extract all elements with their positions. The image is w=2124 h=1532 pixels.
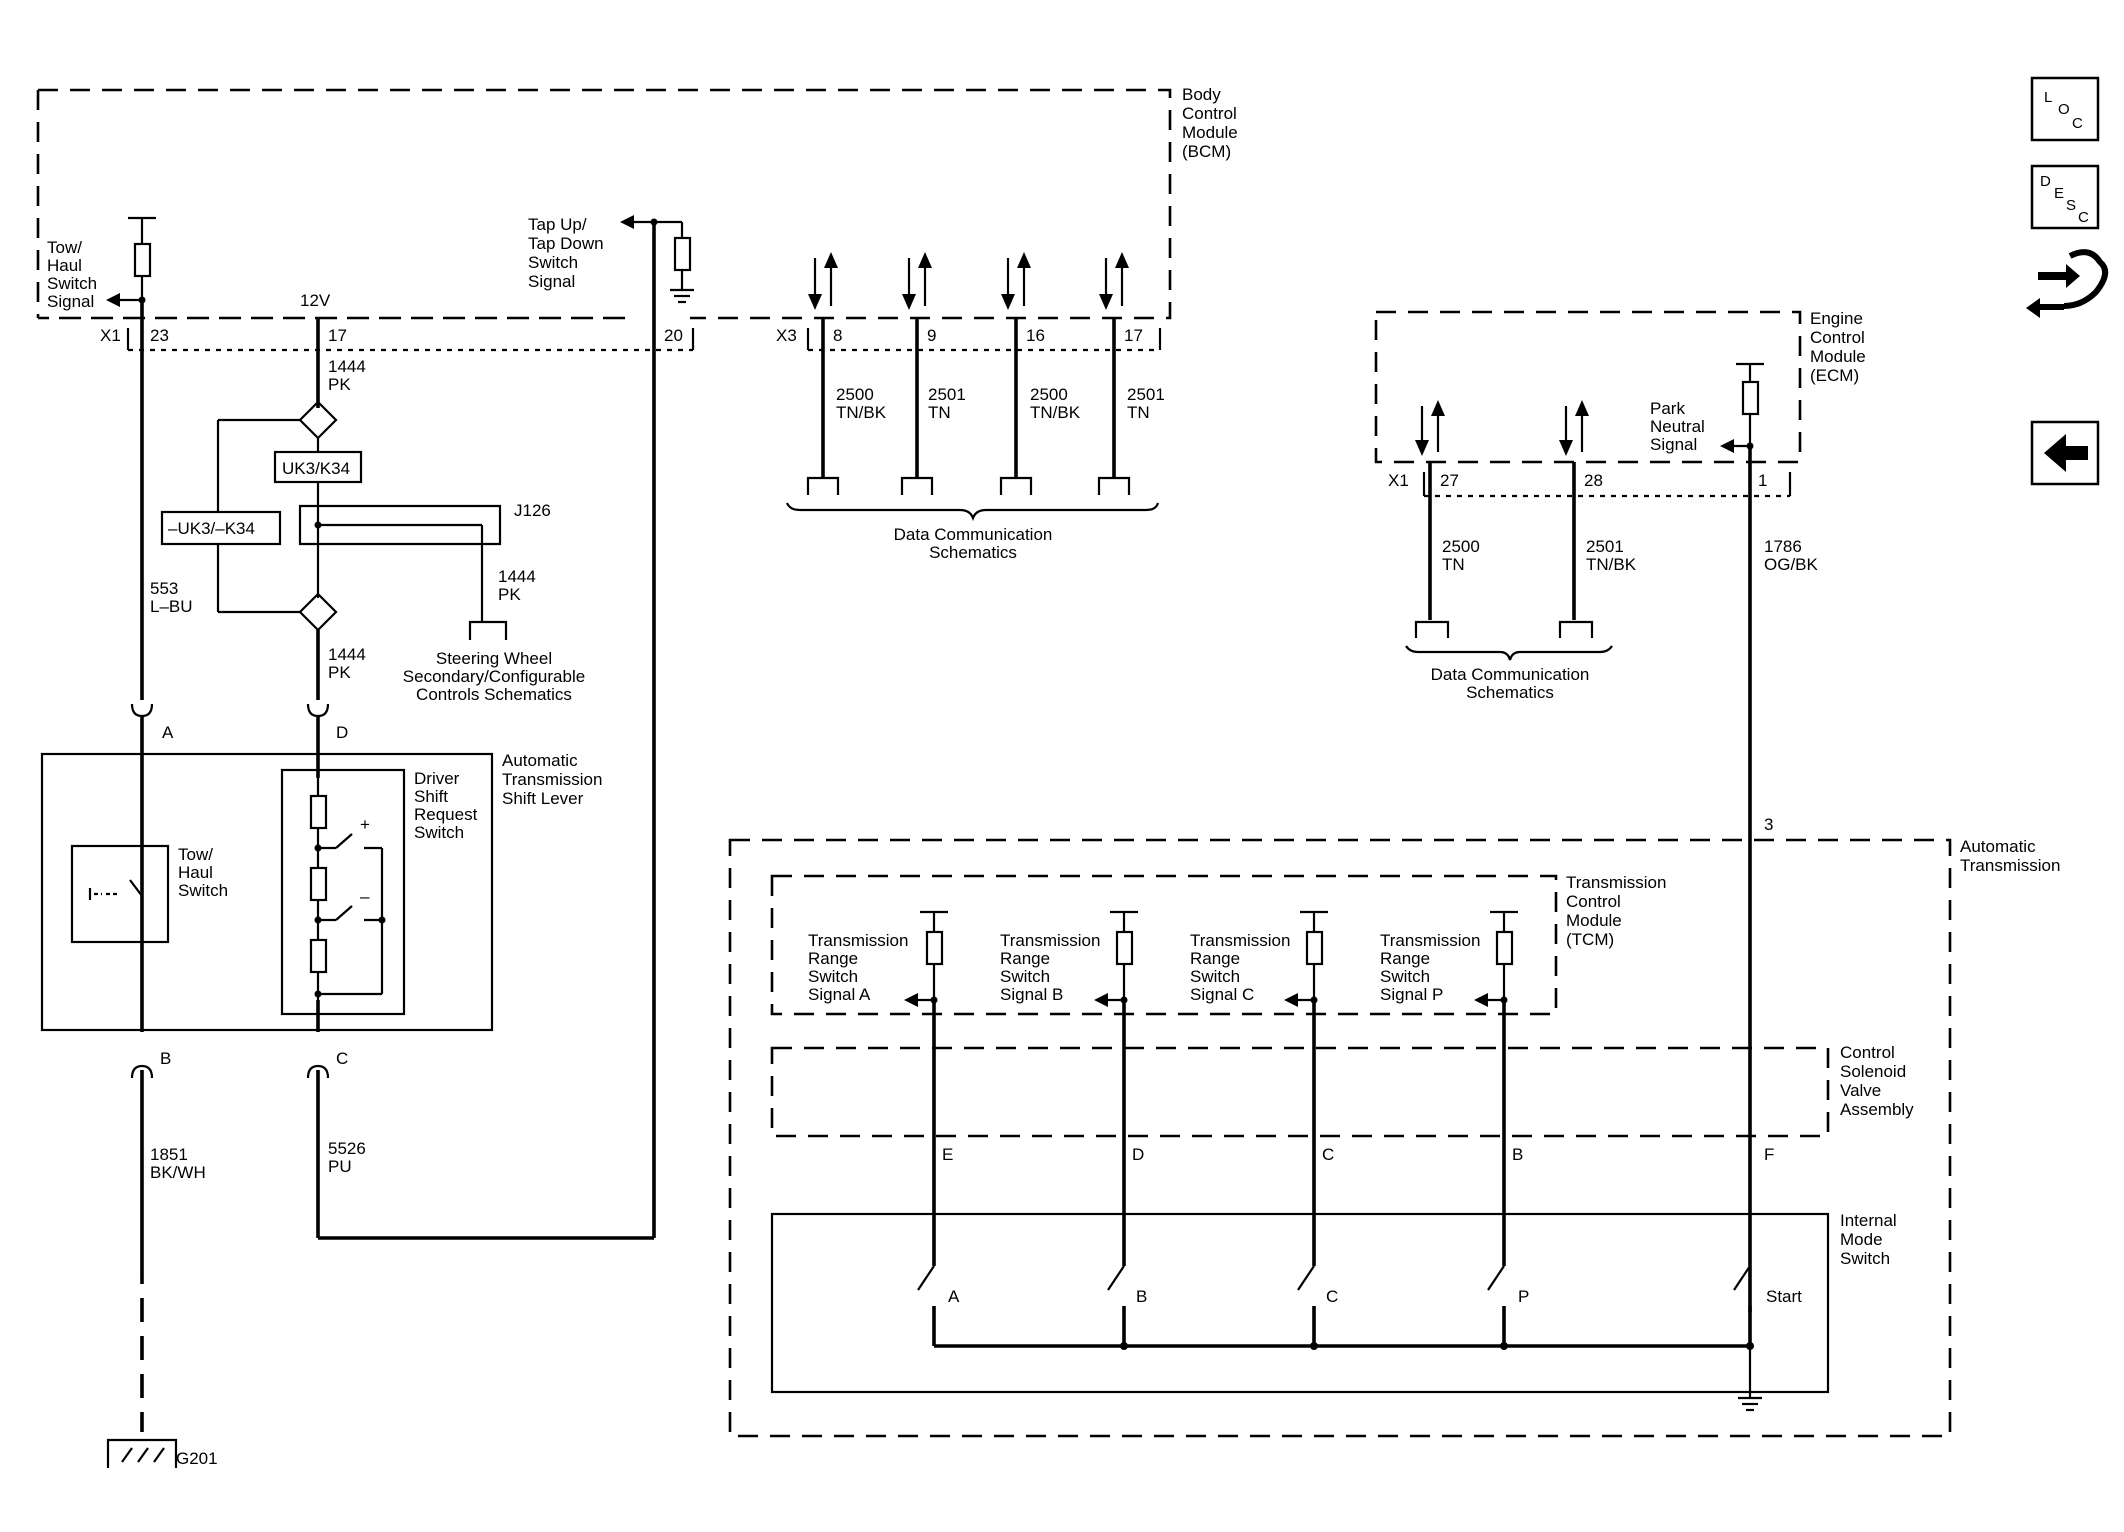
- svg-text:3: 3: [1764, 815, 1773, 834]
- svg-text:S: S: [2066, 197, 2076, 214]
- svg-text:J126: J126: [514, 501, 551, 520]
- loc-button[interactable]: L O C: [2030, 76, 2100, 142]
- svg-text:1: 1: [1758, 471, 1767, 490]
- minus-sign: –: [360, 887, 370, 906]
- svg-text:16: 16: [1026, 326, 1045, 345]
- svg-text:D: D: [336, 723, 348, 742]
- svg-text:A: A: [948, 1287, 960, 1306]
- svg-text:X3: X3: [776, 326, 797, 345]
- svg-text:X1: X1: [1388, 471, 1409, 490]
- ims-start-channel: F Start: [1733, 1145, 1802, 1346]
- back-arrow-icon[interactable]: [2030, 420, 2100, 486]
- svg-text:Start: Start: [1766, 1287, 1802, 1306]
- plus-sign: +: [360, 815, 370, 834]
- svg-text:20: 20: [664, 326, 683, 345]
- splice-uk3k34: UK3/K34: [282, 459, 350, 478]
- connector-end-view-icon[interactable]: [2026, 249, 2109, 318]
- svg-text:P: P: [1518, 1287, 1529, 1306]
- svg-text:E: E: [942, 1145, 953, 1164]
- svg-text:17: 17: [328, 326, 347, 345]
- svg-text:C: C: [1326, 1287, 1338, 1306]
- bcm-data-arrows: [808, 252, 1129, 310]
- bcm-x3-connector: X3 8 9 16 17: [776, 326, 1162, 352]
- svg-text:28: 28: [1584, 471, 1603, 490]
- svg-text:A: A: [162, 723, 174, 742]
- svg-text:C: C: [336, 1049, 348, 1068]
- svg-text:B: B: [160, 1049, 171, 1068]
- 12v-label: 12V: [300, 291, 331, 310]
- svg-text:X1: X1: [100, 326, 121, 345]
- svg-text:D: D: [1132, 1145, 1144, 1164]
- svg-text:O: O: [2058, 101, 2070, 118]
- svg-text:C: C: [2078, 209, 2089, 226]
- svg-text:8: 8: [833, 326, 842, 345]
- svg-text:23: 23: [150, 326, 169, 345]
- splice-not-uk3k34: –UK3/–K34: [168, 519, 255, 538]
- svg-text:27: 27: [1440, 471, 1459, 490]
- bcm-x1-connector: X1 23 17 20: [100, 326, 695, 352]
- svg-text:C: C: [1322, 1145, 1334, 1164]
- tow-haul-switch: [70, 844, 170, 944]
- svg-text:B: B: [1136, 1287, 1147, 1306]
- svg-text:C: C: [2072, 115, 2083, 132]
- svg-text:L: L: [2044, 89, 2052, 106]
- svg-text:9: 9: [927, 326, 936, 345]
- svg-text:17: 17: [1124, 326, 1143, 345]
- svg-text:E: E: [2054, 185, 2064, 202]
- svg-text:D: D: [2040, 173, 2051, 190]
- ground-g201: G201: [176, 1449, 218, 1468]
- ecm-x1-connector: X1 27 28 1: [1388, 471, 1792, 498]
- svg-text:F: F: [1764, 1145, 1774, 1164]
- desc-button[interactable]: D E S C: [2030, 164, 2100, 230]
- svg-text:B: B: [1512, 1145, 1523, 1164]
